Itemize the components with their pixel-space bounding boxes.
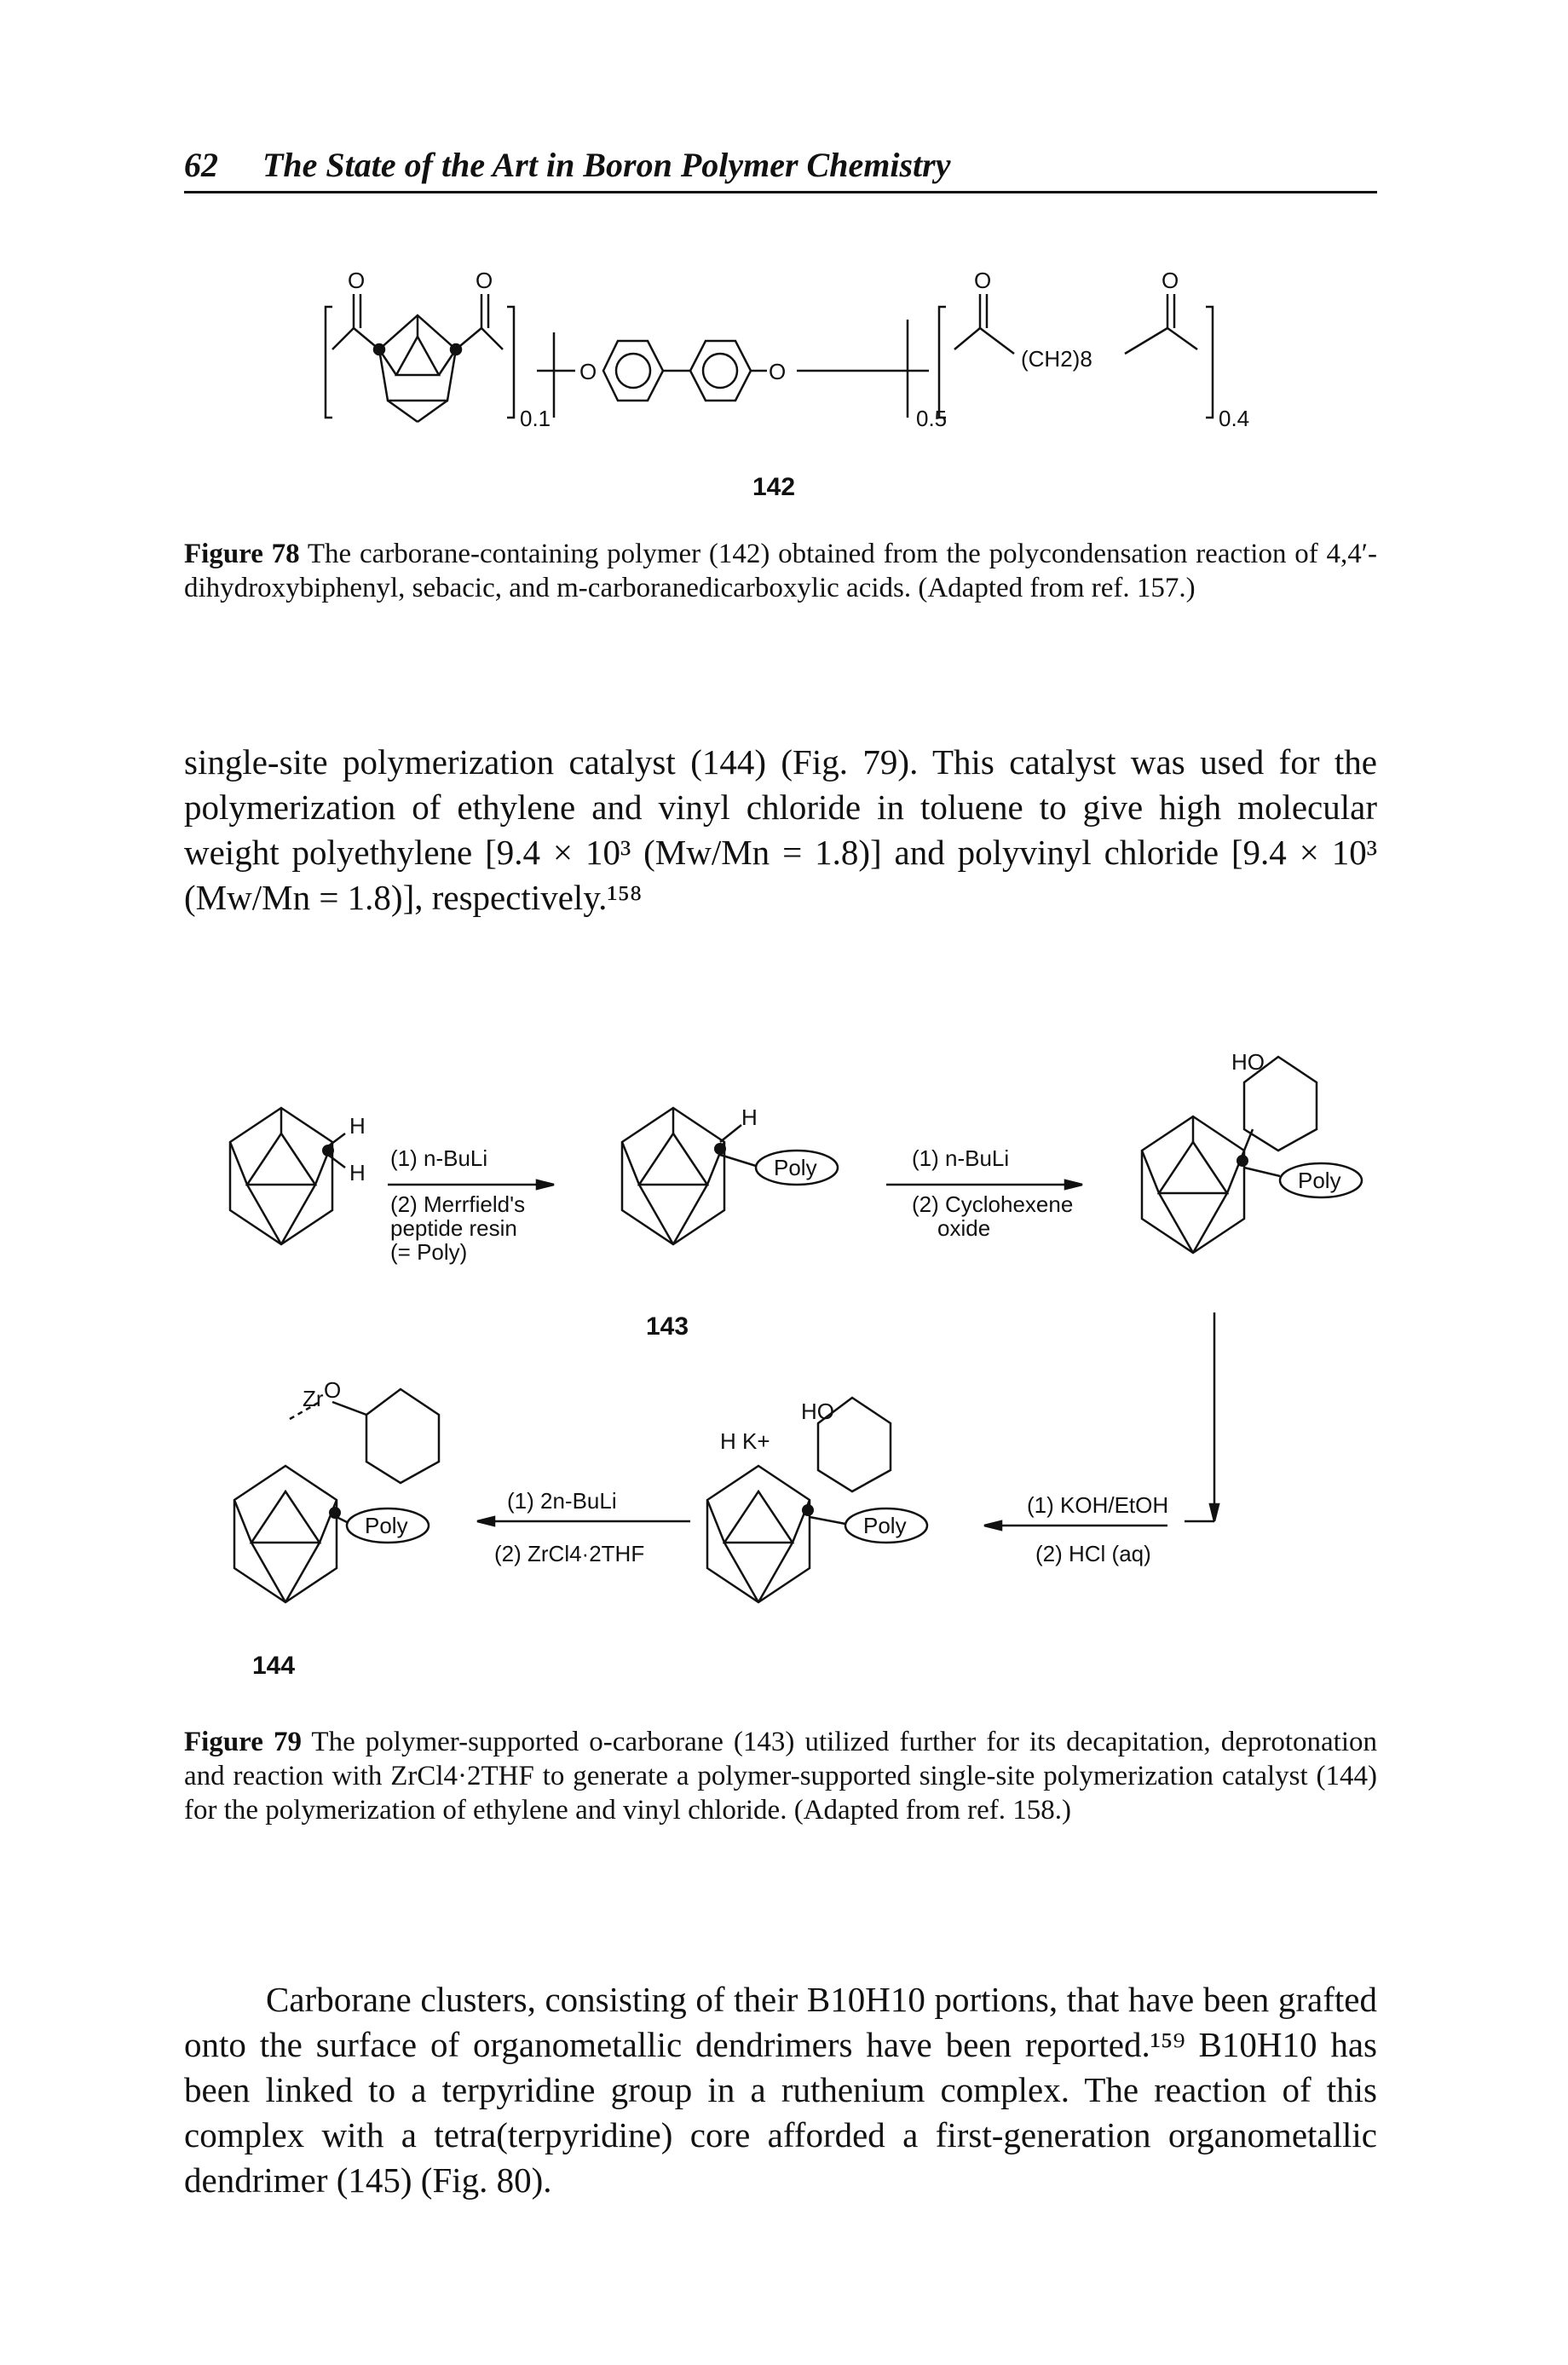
paragraph-2: Carborane clusters, consisting of their …	[184, 1980, 1377, 2200]
step4-line1: (1) 2n-BuLi	[507, 1488, 617, 1514]
svg-text:HO: HO	[1231, 1049, 1265, 1075]
figure-79-text: The polymer-supported o-carborane (143) …	[184, 1727, 1377, 1826]
poly-label-3: Poly	[863, 1513, 907, 1538]
step1-line2: (2) Merrfield's	[390, 1191, 525, 1217]
svg-text:H: H	[349, 1113, 366, 1139]
figure-78-text: The carborane-containing polymer (142) o…	[184, 539, 1377, 603]
carborane-cage-icon	[378, 314, 458, 424]
svg-text:O: O	[1162, 268, 1179, 293]
svg-text:HO: HO	[801, 1399, 834, 1424]
running-header: 62 The State of the Art in Boron Polymer…	[184, 145, 1377, 196]
figure-79-label: Figure 79	[184, 1727, 302, 1757]
svg-text:O: O	[769, 359, 786, 384]
poly-label-2: Poly	[1298, 1168, 1341, 1193]
compound-144-label: 144	[252, 1652, 296, 1680]
step3-line1: (1) KOH/EtOH	[1027, 1492, 1168, 1518]
page-number: 62	[184, 146, 218, 184]
step1-line1: (1) n-BuLi	[390, 1145, 487, 1171]
running-title: The State of the Art in Boron Polymer Ch…	[262, 146, 951, 184]
step2-line2: (2) Cyclohexene	[912, 1191, 1073, 1217]
subscript-3: 0.4	[1219, 406, 1249, 431]
svg-text:Zr: Zr	[303, 1386, 324, 1411]
svg-text:H K+: H K+	[720, 1428, 770, 1454]
svg-text:O: O	[324, 1377, 341, 1403]
compound-143-label: 143	[646, 1312, 689, 1341]
svg-text:O: O	[579, 359, 597, 384]
step1-line4: (= Poly)	[390, 1239, 467, 1265]
poly-label-4: Poly	[365, 1513, 408, 1538]
compound-142-label: 142	[752, 473, 796, 501]
svg-text:O: O	[974, 268, 991, 293]
svg-text:O: O	[348, 268, 365, 293]
figure-79-caption: Figure 79 The polymer-supported o-carbor…	[184, 1725, 1377, 1827]
step3-line2: (2) HCl (aq)	[1035, 1541, 1151, 1566]
step4-line2: (2) ZrCl4·2THF	[494, 1541, 644, 1566]
svg-text:O: O	[476, 268, 493, 293]
step2-line3: oxide	[937, 1215, 990, 1241]
subscript-1: 0.1	[520, 406, 551, 431]
figure-78-label: Figure 78	[184, 539, 300, 569]
svg-text:H: H	[349, 1160, 366, 1185]
step2-line1: (1) n-BuLi	[912, 1145, 1009, 1171]
step1-line3: peptide resin	[390, 1215, 517, 1241]
poly-label-1: Poly	[774, 1155, 817, 1180]
ch2-label: (CH2)8	[1021, 346, 1092, 372]
figure-78-caption: Figure 78 The carborane-containing polym…	[184, 537, 1377, 605]
header-rule	[184, 191, 1377, 193]
subscript-2: 0.5	[916, 406, 947, 431]
paragraph-1: single-site polymerization catalyst (144…	[184, 742, 1377, 917]
svg-text:H: H	[741, 1105, 758, 1130]
figure-78-structure: O O O O O O 0.1 0.5 0.4 (CH2)8	[324, 268, 1249, 431]
